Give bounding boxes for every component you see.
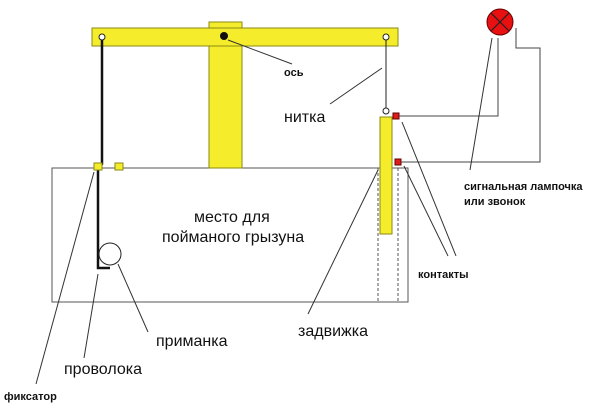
- pointer-lamp: [469, 37, 493, 171]
- left-hole: [98, 33, 106, 41]
- label-wire: проволока: [64, 361, 142, 378]
- pointer-contact-2: [403, 165, 449, 257]
- latch-plate: [379, 116, 393, 235]
- signal-wire-bottom: [401, 28, 541, 163]
- pointer-retainer: [35, 171, 95, 385]
- label-latch: задвижка: [298, 323, 368, 340]
- label-contacts: контакты: [418, 269, 469, 281]
- contact-top: [392, 112, 400, 120]
- label-bait: приманка: [156, 333, 228, 350]
- label-place-1: место для: [194, 209, 270, 226]
- label-signal-1: сигнальная лампочка: [464, 181, 583, 193]
- pointer-thread: [329, 67, 383, 105]
- retainer-block: [93, 162, 103, 171]
- right-hole: [382, 33, 390, 41]
- label-signal-2: или звонок: [464, 196, 526, 208]
- label-retainer: фиксатор: [4, 391, 57, 403]
- contact-bottom: [394, 158, 402, 166]
- pivot-axis: [220, 32, 228, 40]
- signal-wire-top: [399, 38, 499, 117]
- retainer-block-2: [114, 162, 124, 171]
- wire: [96, 40, 110, 270]
- pointer-contact-1: [401, 121, 457, 257]
- thread-ring: [382, 107, 390, 115]
- label-place-2: поймaного грызуна: [162, 229, 304, 246]
- bait-circle: [98, 242, 122, 266]
- pointer-wire: [83, 273, 99, 359]
- label-axis: ось: [284, 67, 304, 79]
- pointer-latch: [307, 169, 379, 315]
- pointer-axis: [227, 39, 293, 65]
- label-thread: нитка: [284, 109, 325, 126]
- pointer-bait: [117, 263, 149, 333]
